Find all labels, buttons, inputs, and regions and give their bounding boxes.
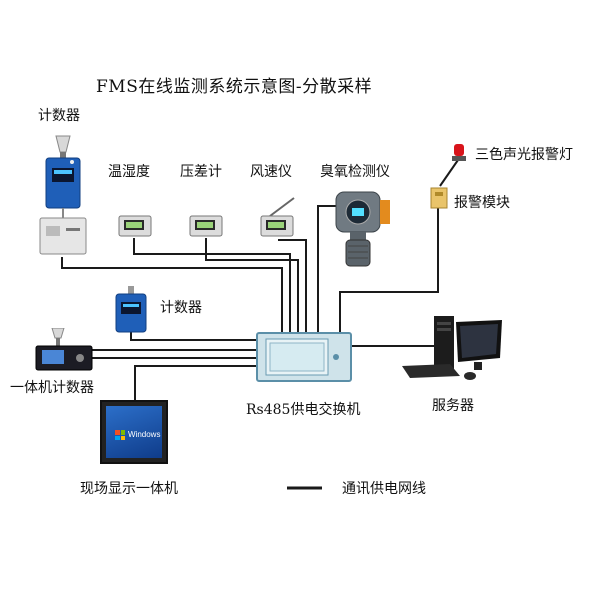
cable-top-counter: [61, 257, 283, 334]
mouse-icon: [464, 372, 476, 380]
label-diff-pressure: 压差计: [180, 164, 222, 180]
display-screen: Windows: [106, 406, 162, 458]
display-panel-pc: Windows: [100, 400, 168, 464]
label-anemometer: 风速仪: [250, 164, 292, 180]
cable-diff-pressure: [205, 238, 299, 334]
windows-logo-icon: [115, 430, 125, 440]
cable-anemometer: [278, 239, 307, 334]
label-alarm-module: 报警模块: [454, 195, 510, 211]
diagram-title: FMS在线监测系统示意图-分散采样: [96, 77, 373, 97]
label-alarm-lamp: 三色声光报警灯: [475, 147, 573, 163]
label-server: 服务器: [432, 398, 474, 414]
sampling-funnel-icon: [55, 135, 71, 153]
cable-temp-humidity: [133, 238, 291, 334]
temp-humidity-sensor: [118, 215, 152, 237]
alarm-lamp-icon: [452, 144, 466, 161]
legend-label: 通讯供电网线: [342, 481, 426, 497]
rs485-switch-cabinet: [256, 332, 352, 382]
particle-counter-top: [39, 135, 87, 255]
network-cables: [61, 159, 459, 402]
cable-alarm-lamp: [439, 159, 459, 187]
particle-counter-mid: [115, 286, 147, 333]
windows-logo-text: Windows: [128, 430, 161, 439]
keyboard-icon: [402, 364, 460, 378]
diff-pressure-gauge: [189, 215, 223, 237]
server-computer: [402, 316, 502, 380]
cable-mid-counter: [130, 332, 258, 341]
cable-alarm-module: [339, 208, 439, 334]
label-counter-mid: 计数器: [160, 300, 202, 316]
anemometer-sensor: [260, 197, 295, 237]
integrated-counter: [35, 328, 93, 371]
label-counter-top: 计数器: [38, 108, 80, 124]
counter-body-icon: [45, 157, 81, 209]
label-display: 现场显示一体机: [80, 481, 178, 497]
ozone-detector: [335, 191, 390, 267]
label-temp-humidity: 温湿度: [108, 164, 150, 180]
cable-display: [134, 365, 258, 402]
label-integrated-counter: 一体机计数器: [10, 380, 94, 396]
alarm-module-icon: [430, 187, 448, 209]
label-ozone-detector: 臭氧检测仪: [320, 164, 390, 180]
cable-ozone: [317, 205, 338, 334]
label-switch: Rs485供电交换机: [246, 402, 361, 418]
probe-icon: [269, 197, 295, 217]
